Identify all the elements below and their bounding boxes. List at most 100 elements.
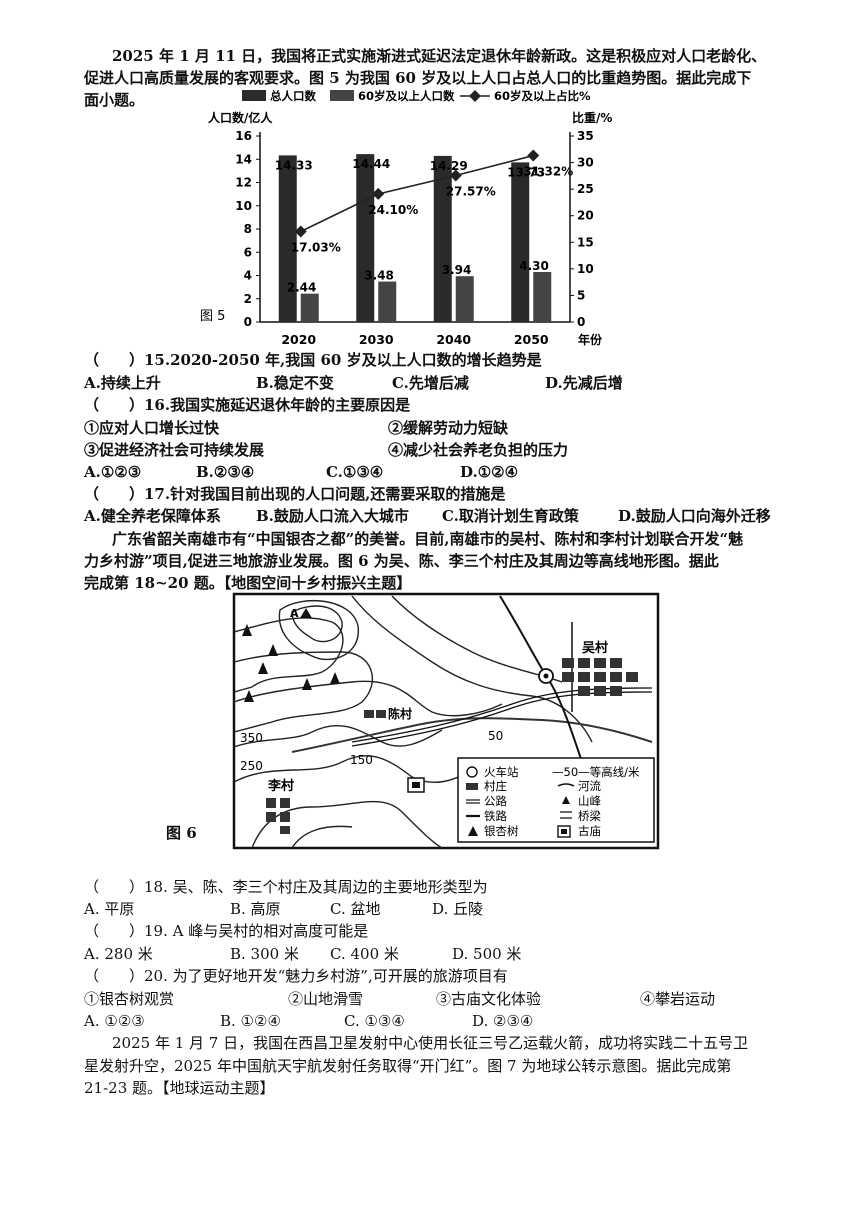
q20-item-3: ③古庙文化体验 (436, 990, 542, 1008)
bar-total-2030 (356, 154, 375, 322)
q20-item-1: ①银杏树观赏 (84, 990, 175, 1008)
y-tick-left-label: 14 (235, 152, 252, 166)
bar-total-2050 (511, 162, 530, 322)
y-tick-right-label: 15 (577, 235, 594, 249)
legend-swatch-2 (330, 90, 354, 101)
y-tick-right-label: 10 (577, 262, 594, 276)
q16-stem: （ ）16.我国实施延迟退休年龄的主要原因是 (84, 396, 411, 414)
x-tick-2020: 2020 (281, 332, 316, 347)
label-share-2020: 17.03% (291, 240, 341, 254)
q18-option-b[interactable]: B. 高原 (230, 900, 281, 918)
intro2-line2: 力乡村游”项目,促进三地旅游业发展。图 6 为吴、陈、李三个村庄及其周边等高线地… (84, 552, 719, 570)
village-chen-blocks (364, 710, 386, 718)
q15-option-b[interactable]: B.稳定不变 (256, 374, 334, 392)
q20-option-b[interactable]: B. ①②④ (220, 1012, 281, 1030)
legend-station-text: 火车站 (484, 765, 519, 779)
temple-icon (407, 777, 425, 793)
legend-river-text: 河流 (578, 779, 601, 793)
map-legend-box (457, 757, 655, 843)
legend-label-2: 60岁及以上人口数 (358, 89, 455, 103)
village-chen-label: 陈村 (388, 706, 412, 721)
y-tick-left-label: 16 (235, 129, 252, 143)
village-li-label: 李村 (267, 778, 294, 794)
label-elder-2020: 2.44 (287, 281, 317, 295)
map-legend: 火车站 —50—等高线/米 村庄 河流 公路 山峰 铁路 桥梁 银杏树 古庙 (466, 765, 640, 838)
y-tick-left-label: 2 (244, 292, 252, 306)
label-share-2040: 27.57% (446, 184, 496, 198)
q18-option-c[interactable]: C. 盆地 (330, 900, 381, 918)
bar-elder-2020 (300, 293, 319, 322)
village-wu-blocks (562, 658, 638, 696)
q16-item-3: ③促进经济社会可持续发展 (84, 441, 265, 459)
legend-label-1: 总人口数 (270, 89, 316, 103)
contour-map: 吴村 陈村 李村 A 350 250 150 50 火车站 —50—等高线/米 … (232, 592, 660, 850)
q16-option-c[interactable]: C.①③④ (326, 463, 384, 481)
q20-option-c[interactable]: C. ①③④ (344, 1012, 405, 1030)
contour-label-150: 150 (350, 753, 373, 767)
q15-option-a[interactable]: A.持续上升 (84, 374, 161, 392)
contour-label-350: 350 (240, 731, 263, 745)
x-tick-2040: 2040 (436, 332, 471, 347)
q17-option-c[interactable]: C.取消计划生育政策 (442, 507, 579, 525)
y-tick-right-label: 0 (577, 315, 585, 329)
y-tick-left-label: 6 (244, 245, 252, 259)
legend-railway-text: 铁路 (484, 809, 507, 823)
y-tick-right-label: 5 (577, 288, 585, 302)
intro1-line2: 促进人口高质量发展的客观要求。图 5 为我国 60 岁及以上人口占总人口的比重趋… (84, 69, 752, 87)
q19-option-d[interactable]: D. 500 米 (452, 945, 522, 963)
q15-option-d[interactable]: D.先减后增 (545, 374, 623, 392)
ginkgo-icon (242, 624, 340, 702)
legend-road-text: 公路 (484, 794, 507, 808)
point-share-2020 (294, 225, 307, 238)
label-total-2020: 14.33 (275, 158, 313, 172)
q17-option-a[interactable]: A.健全养老保障体系 (84, 507, 221, 525)
legend-label-3: 60岁及以上占比% (494, 89, 591, 103)
point-share-2040 (449, 169, 462, 182)
q18-option-d[interactable]: D. 丘陵 (432, 900, 484, 918)
q17-option-b[interactable]: B.鼓励人口流入大城市 (256, 507, 409, 525)
legend-station-icon (466, 766, 478, 778)
figure-5-label: 图 5 (200, 309, 225, 324)
village-li-blocks (266, 798, 290, 834)
peak-icon (300, 608, 312, 618)
q17-option-d[interactable]: D.鼓励人口向海外迁移 (618, 507, 771, 525)
q19-stem: （ ）19. A 峰与吴村的相对高度可能是 (84, 922, 369, 940)
legend-contour-text: —50—等高线/米 (552, 765, 640, 779)
legend-ginkgo-text: 银杏树 (484, 824, 519, 838)
y-tick-right-label: 30 (577, 156, 594, 170)
label-total-2050: 13.73 (507, 165, 545, 179)
bar-total-2020 (278, 155, 297, 322)
q20-option-d[interactable]: D. ②③④ (472, 1012, 534, 1030)
peak-label: A (290, 607, 299, 620)
q16-option-d[interactable]: D.①②④ (460, 463, 519, 481)
legend-peak-icon (562, 796, 570, 804)
legend-temple-text: 古庙 (578, 824, 601, 838)
q16-option-a[interactable]: A.①②③ (84, 463, 142, 481)
q19-option-a[interactable]: A. 280 米 (84, 945, 153, 963)
point-share-2030 (372, 187, 385, 200)
label-total-2040: 14.29 (430, 159, 468, 173)
legend-swatch-1 (242, 90, 266, 101)
population-chart: 024681012141605101520253035人口数/亿人比重/%年份图… (200, 89, 612, 347)
y-tick-left-label: 10 (235, 199, 252, 213)
q20-item-4: ④攀岩运动 (640, 990, 716, 1008)
q15-option-c[interactable]: C.先增后减 (392, 374, 469, 392)
legend-bridge-icon (560, 811, 572, 819)
q20-option-a[interactable]: A. ①②③ (84, 1012, 145, 1030)
y-tick-right-label: 35 (577, 129, 594, 143)
q18-option-a[interactable]: A. 平原 (84, 900, 135, 918)
q18-stem: （ ）18. 吴、陈、李三个村庄及其周边的主要地形类型为 (84, 878, 488, 896)
q19-option-b[interactable]: B. 300 米 (230, 945, 299, 963)
label-elder-2030: 3.48 (364, 269, 394, 283)
intro2-line3: 完成第 18~20 题。【地图空间十乡村振兴主题】 (84, 574, 412, 592)
y-axis-right-title: 比重/% (572, 110, 612, 125)
legend-village-icon (466, 783, 478, 790)
q19-option-c[interactable]: C. 400 米 (330, 945, 399, 963)
legend-bridge-text: 桥梁 (578, 809, 601, 823)
y-tick-left-label: 8 (244, 222, 252, 236)
label-elder-2050: 4.30 (519, 259, 549, 273)
contour-lines (233, 595, 593, 849)
q20-item-2: ②山地滑雪 (288, 990, 364, 1008)
y-tick-left-label: 0 (244, 315, 252, 329)
q16-option-b[interactable]: B.②③④ (196, 463, 255, 481)
